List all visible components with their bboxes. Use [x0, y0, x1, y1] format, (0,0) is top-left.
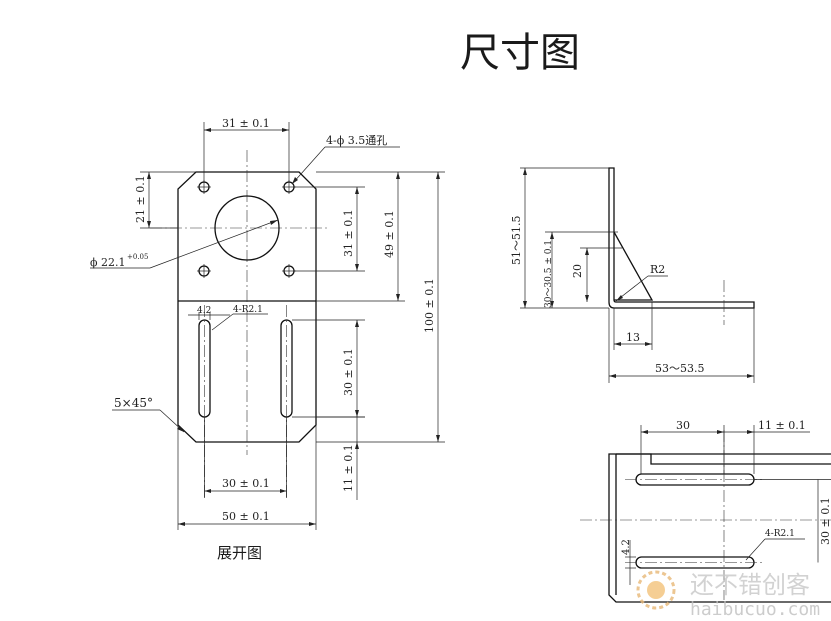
unfolded-outline — [177, 171, 317, 443]
unfolded-view: 31 ± 0.1 4-ϕ 3.5通孔 21 ± 0.1 31 ± 0.1 49 … — [90, 117, 445, 562]
unfolded-caption: 展开图 — [217, 544, 262, 562]
dim-slot-radius: 4-R2.1 — [233, 305, 263, 315]
dim-bend-radius: R2 — [650, 263, 665, 276]
top-dim-slot-width: 4.2 — [621, 539, 632, 555]
watermark-name: 还不错创客 — [690, 571, 810, 599]
watermark-logo-icon — [636, 570, 676, 610]
dim-hole-callout: 4-ϕ 3.5通孔 — [326, 134, 387, 147]
center-bore — [214, 195, 280, 261]
dim-horizontal-leg: 53～53.5 — [655, 362, 705, 375]
dim-slot-length: 30 ± 0.1 — [342, 348, 355, 396]
top-dim-slot-radius: 4-R2.1 — [765, 529, 795, 539]
mounting-holes — [197, 180, 296, 278]
dim-total-width: 50 ± 0.1 — [222, 510, 270, 523]
watermark: 还不错创客 haibucuo.com — [636, 570, 820, 620]
slots — [198, 305, 293, 500]
top-view: 30 11 ± 0.1 4-R2.1 4.2 30 ± 0.1 — [580, 419, 831, 603]
dim-hole-vertical-spacing: 31 ± 0.1 — [342, 209, 355, 257]
dim-center-bore: ϕ 22.1 — [90, 256, 126, 269]
dim-gusset-height: 30～30.5 ± 0.1 — [544, 240, 554, 308]
page-title: 尺寸图 — [460, 30, 580, 76]
dim-total-height: 100 ± 0.1 — [423, 278, 436, 333]
top-view-outline — [608, 453, 831, 603]
dim-bottom-offset: 11 ± 0.1 — [342, 444, 355, 492]
top-dim-edge-offset: 11 ± 0.1 — [758, 419, 806, 432]
dim-gusset-offset: 13 — [626, 331, 640, 344]
dim-slot-width: 4.2 — [197, 306, 211, 316]
bracket-profile — [608, 167, 755, 309]
gusset — [613, 231, 654, 301]
top-dim-slot-spacing: 30 — [676, 419, 690, 432]
dim-chamfer: 5×45° — [114, 396, 153, 410]
dim-flange-height: 49 ± 0.1 — [383, 210, 396, 258]
dim-gusset-short: 20 — [571, 264, 584, 278]
side-view: 51～51.5 30～30.5 ± 0.1 20 R2 13 53～53.5 — [510, 167, 755, 383]
dim-center-bore-tol: +0.05 — [127, 253, 148, 261]
top-dim-slot-length: 30 ± 0.1 — [819, 497, 831, 545]
watermark-url: haibucuo.com — [690, 599, 820, 620]
dim-top-to-hole: 21 ± 0.1 — [134, 175, 147, 223]
dim-top-hole-spacing: 31 ± 0.1 — [222, 117, 270, 130]
dim-slot-spacing: 30 ± 0.1 — [222, 477, 270, 490]
dim-vertical-leg: 51～51.5 — [510, 216, 523, 266]
